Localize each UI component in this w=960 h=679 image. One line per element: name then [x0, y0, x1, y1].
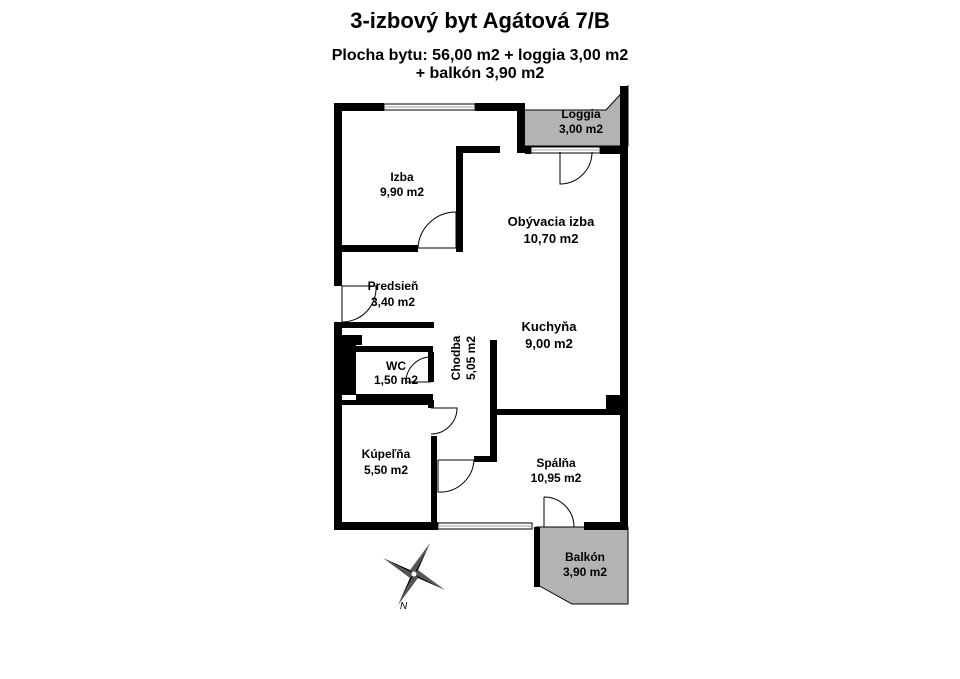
wc-name: WC	[386, 359, 406, 373]
spalna-area: 10,95 m2	[531, 471, 582, 485]
kupelna-area: 5,50 m2	[364, 463, 408, 477]
loggia-name: Loggia	[561, 107, 601, 121]
exterior-walls	[334, 86, 628, 530]
chodba-area: 5,05 m2	[464, 336, 478, 380]
obyvacia-area: 10,70 m2	[524, 231, 579, 246]
door-izba	[417, 211, 457, 249]
area-summary-line2: + balkón 3,90 m2	[415, 65, 545, 82]
door-kupelna	[430, 407, 458, 435]
interior-walls	[342, 146, 620, 587]
predsien-area: 3,40 m2	[371, 295, 415, 309]
balkon-name: Balkón	[565, 550, 605, 564]
izba-name: Izba	[390, 170, 414, 184]
kuchyna-name: Kuchyňa	[522, 319, 578, 334]
wc-area: 1,50 m2	[374, 373, 418, 387]
predsien-name: Predsieň	[368, 279, 419, 293]
area-summary-line1: Plocha bytu: 56,00 m2 + loggia 3,00 m2	[331, 47, 629, 64]
compass-rose	[383, 543, 445, 605]
door-loggia	[559, 151, 593, 185]
kuchyna-area: 9,00 m2	[525, 336, 573, 351]
balkon-area: 3,90 m2	[563, 565, 607, 579]
obyvacia-name: Obývacia izba	[508, 214, 595, 229]
door-balkon	[543, 496, 575, 528]
loggia-area: 3,00 m2	[559, 122, 603, 136]
compass-north-label: N	[400, 601, 408, 612]
izba-area: 9,90 m2	[380, 185, 424, 199]
doors	[341, 151, 593, 528]
door-spalna	[437, 459, 475, 493]
door-entrance	[341, 285, 377, 323]
plan-title: 3-izbový byt Agátová 7/B	[350, 8, 610, 33]
chodba-name: Chodba	[449, 335, 463, 380]
spalna-name: Spálňa	[536, 456, 576, 470]
kupelna-name: Kúpeľňa	[362, 447, 411, 461]
door-wc	[405, 356, 432, 383]
